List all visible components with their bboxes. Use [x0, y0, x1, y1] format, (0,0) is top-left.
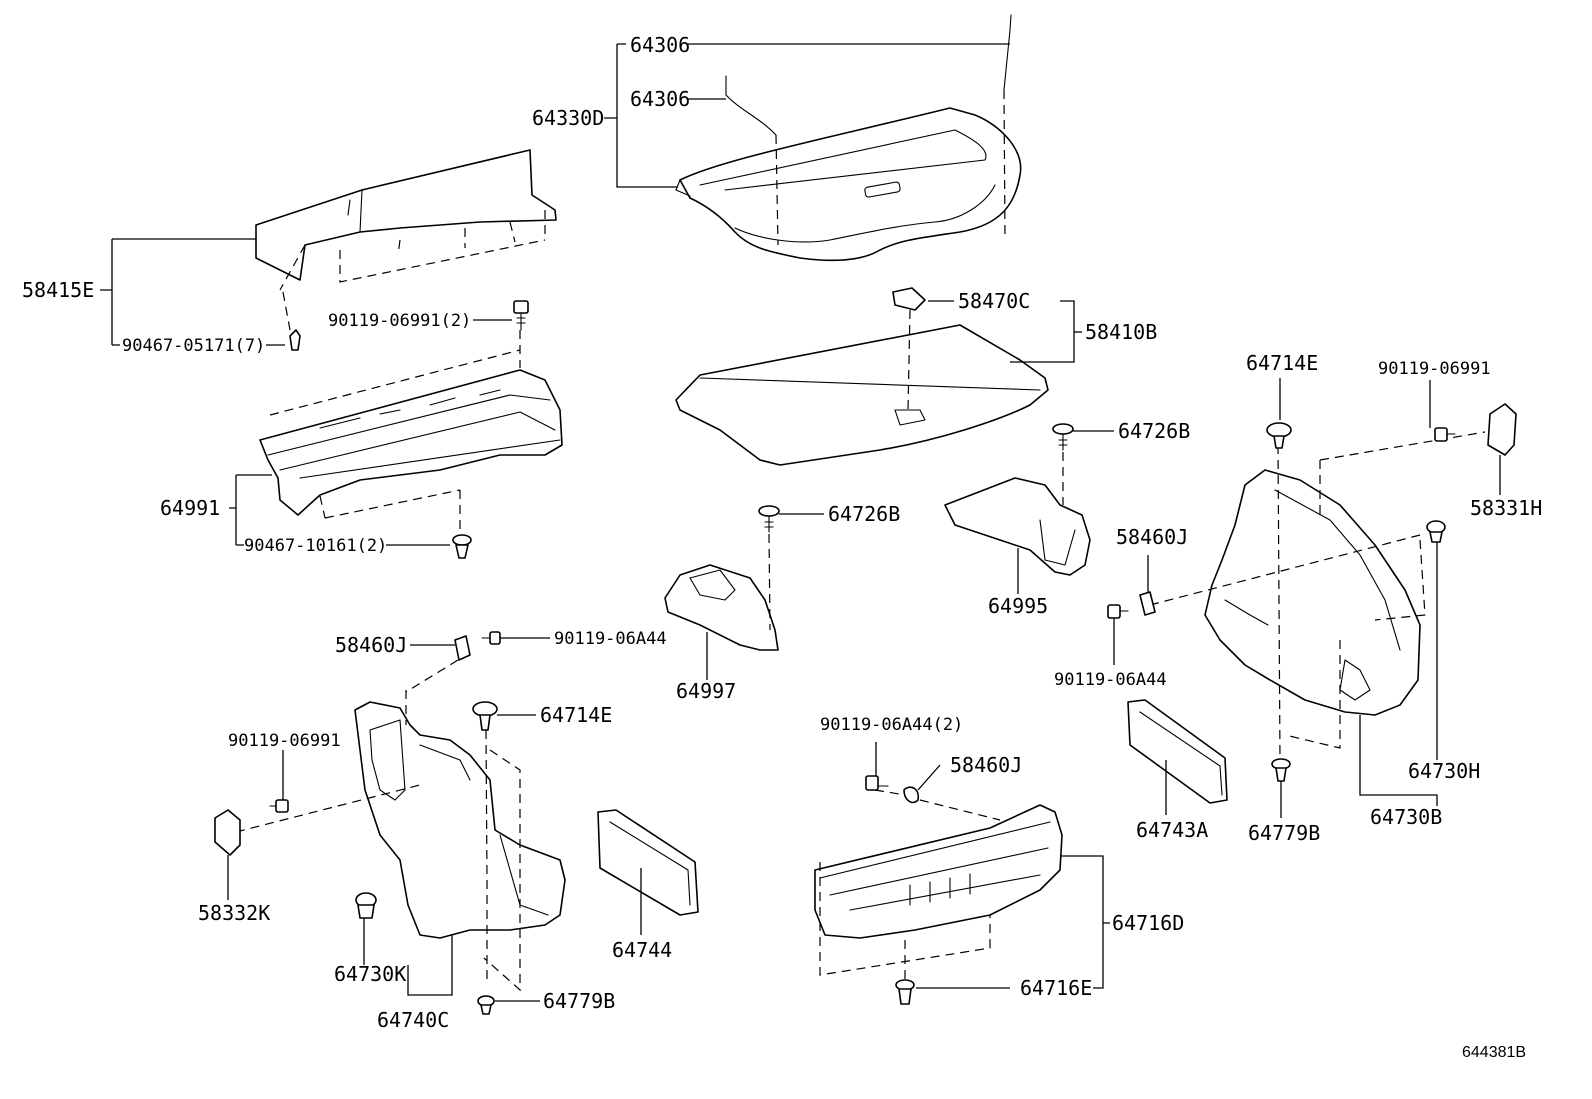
deck-side-bracket-64991 [259, 369, 563, 516]
label-64726B-left: 64726B [828, 502, 900, 526]
tonneau-cover-panel [675, 107, 1022, 262]
right-quarter-trim-64730B [1204, 469, 1421, 716]
label-64330D: 64330D [532, 106, 604, 130]
screw-64726B-right [1052, 423, 1074, 451]
panel-58415E-clip-lines [279, 210, 546, 291]
label-64716E: 64716E [1020, 976, 1092, 1000]
label-64730B: 64730B [1370, 805, 1442, 829]
label-58332K: 58332K [198, 901, 270, 925]
bracket-58332K [214, 809, 241, 856]
side-mat-64744 [597, 809, 699, 916]
clip-64779B-left [477, 995, 495, 1015]
label-64744: 64744 [612, 938, 672, 962]
clip-90467-05171 [282, 291, 301, 351]
deck-floor-board-58410B [675, 324, 1049, 466]
left-quarter-trim-64740C [354, 701, 566, 939]
retainer-58460J-mid [903, 786, 920, 804]
clip-64716E [895, 979, 915, 1005]
label-58470C: 58470C [958, 289, 1030, 313]
label-64730H: 64730H [1408, 759, 1480, 783]
label-64730K: 64730K [334, 962, 406, 986]
label-58460J-left: 58460J [335, 633, 407, 657]
clip-64714E-right [1266, 422, 1292, 449]
label-90467-10161: 90467-10161(2) [244, 536, 387, 556]
label-64740C: 64740C [377, 1008, 449, 1032]
bolt-90119-06A44-right [1107, 604, 1129, 619]
label-58460J-right: 58460J [1116, 525, 1188, 549]
diagram-reference-code: 644381B [1462, 1044, 1526, 1061]
deck-box-64995 [944, 477, 1091, 576]
label-64997: 64997 [676, 679, 736, 703]
hook-58470C [892, 287, 926, 311]
label-64716D: 64716D [1112, 911, 1184, 935]
bolt-90119-06991-2 [513, 300, 529, 331]
label-64995: 64995 [988, 594, 1048, 618]
screw-64726B-left-guide [768, 533, 771, 631]
storage-tray-64997 [664, 564, 779, 651]
retainer-58460J-left [454, 635, 471, 661]
label-64779B-right: 64779B [1248, 821, 1320, 845]
label-90119-06991-right: 90119-06991 [1378, 359, 1491, 379]
label-58410B: 58410B [1085, 320, 1157, 344]
clip-64730H [1426, 520, 1446, 543]
back-door-scuff-64716D [814, 804, 1063, 939]
label-90119-06A44-2: 90119-06A44(2) [820, 715, 963, 735]
rear-shelf-trim-58415E [255, 149, 557, 281]
label-64714E-right: 64714E [1246, 351, 1318, 375]
bolt-90119-06991-left [269, 799, 289, 813]
clip-90467-10161 [452, 534, 472, 559]
right-trim-guides [1149, 431, 1486, 761]
label-90467-05171: 90467-05171(7) [122, 336, 265, 356]
label-64306-mid: 64306 [630, 87, 690, 111]
label-90119-06991-left: 90119-06991 [228, 731, 341, 751]
label-64779B-left: 64779B [543, 989, 615, 1013]
label-90119-06A44-left: 90119-06A44 [554, 629, 667, 649]
clip-64730K [355, 892, 377, 919]
bolt-90119-06991-right [1434, 427, 1456, 442]
hook-58470C-guide [907, 309, 911, 411]
bolt-90119-06A44-left [481, 631, 501, 645]
label-64726B-right: 64726B [1118, 419, 1190, 443]
bolt-90119-06A44-mid [865, 775, 889, 791]
side-mat-64743A [1127, 699, 1228, 804]
label-64991: 64991 [160, 496, 220, 520]
bracket-64991-mount-lines [269, 330, 521, 540]
label-90119-06A44-right: 90119-06A44 [1054, 670, 1167, 690]
left-trim-guides [235, 690, 521, 992]
label-64743A: 64743A [1136, 818, 1208, 842]
label-58331H: 58331H [1470, 496, 1542, 520]
label-64306-top: 64306 [630, 33, 690, 57]
label-58415E: 58415E [22, 278, 94, 302]
label-90119-06991-2: 90119-06991(2) [328, 311, 471, 331]
screw-64726B-left [758, 505, 780, 533]
tonneau-cover-wires [725, 14, 1012, 246]
retainer-58460J-right [1139, 591, 1156, 616]
bracket-58331H [1487, 403, 1517, 456]
retainer-58460J-left-guide [405, 659, 459, 693]
leader-lines [100, 43, 1501, 1002]
label-58460J-mid: 58460J [950, 753, 1022, 777]
clip-64779B-right [1271, 758, 1291, 782]
label-64714E-left: 64714E [540, 703, 612, 727]
clip-64714E-left [472, 701, 498, 731]
